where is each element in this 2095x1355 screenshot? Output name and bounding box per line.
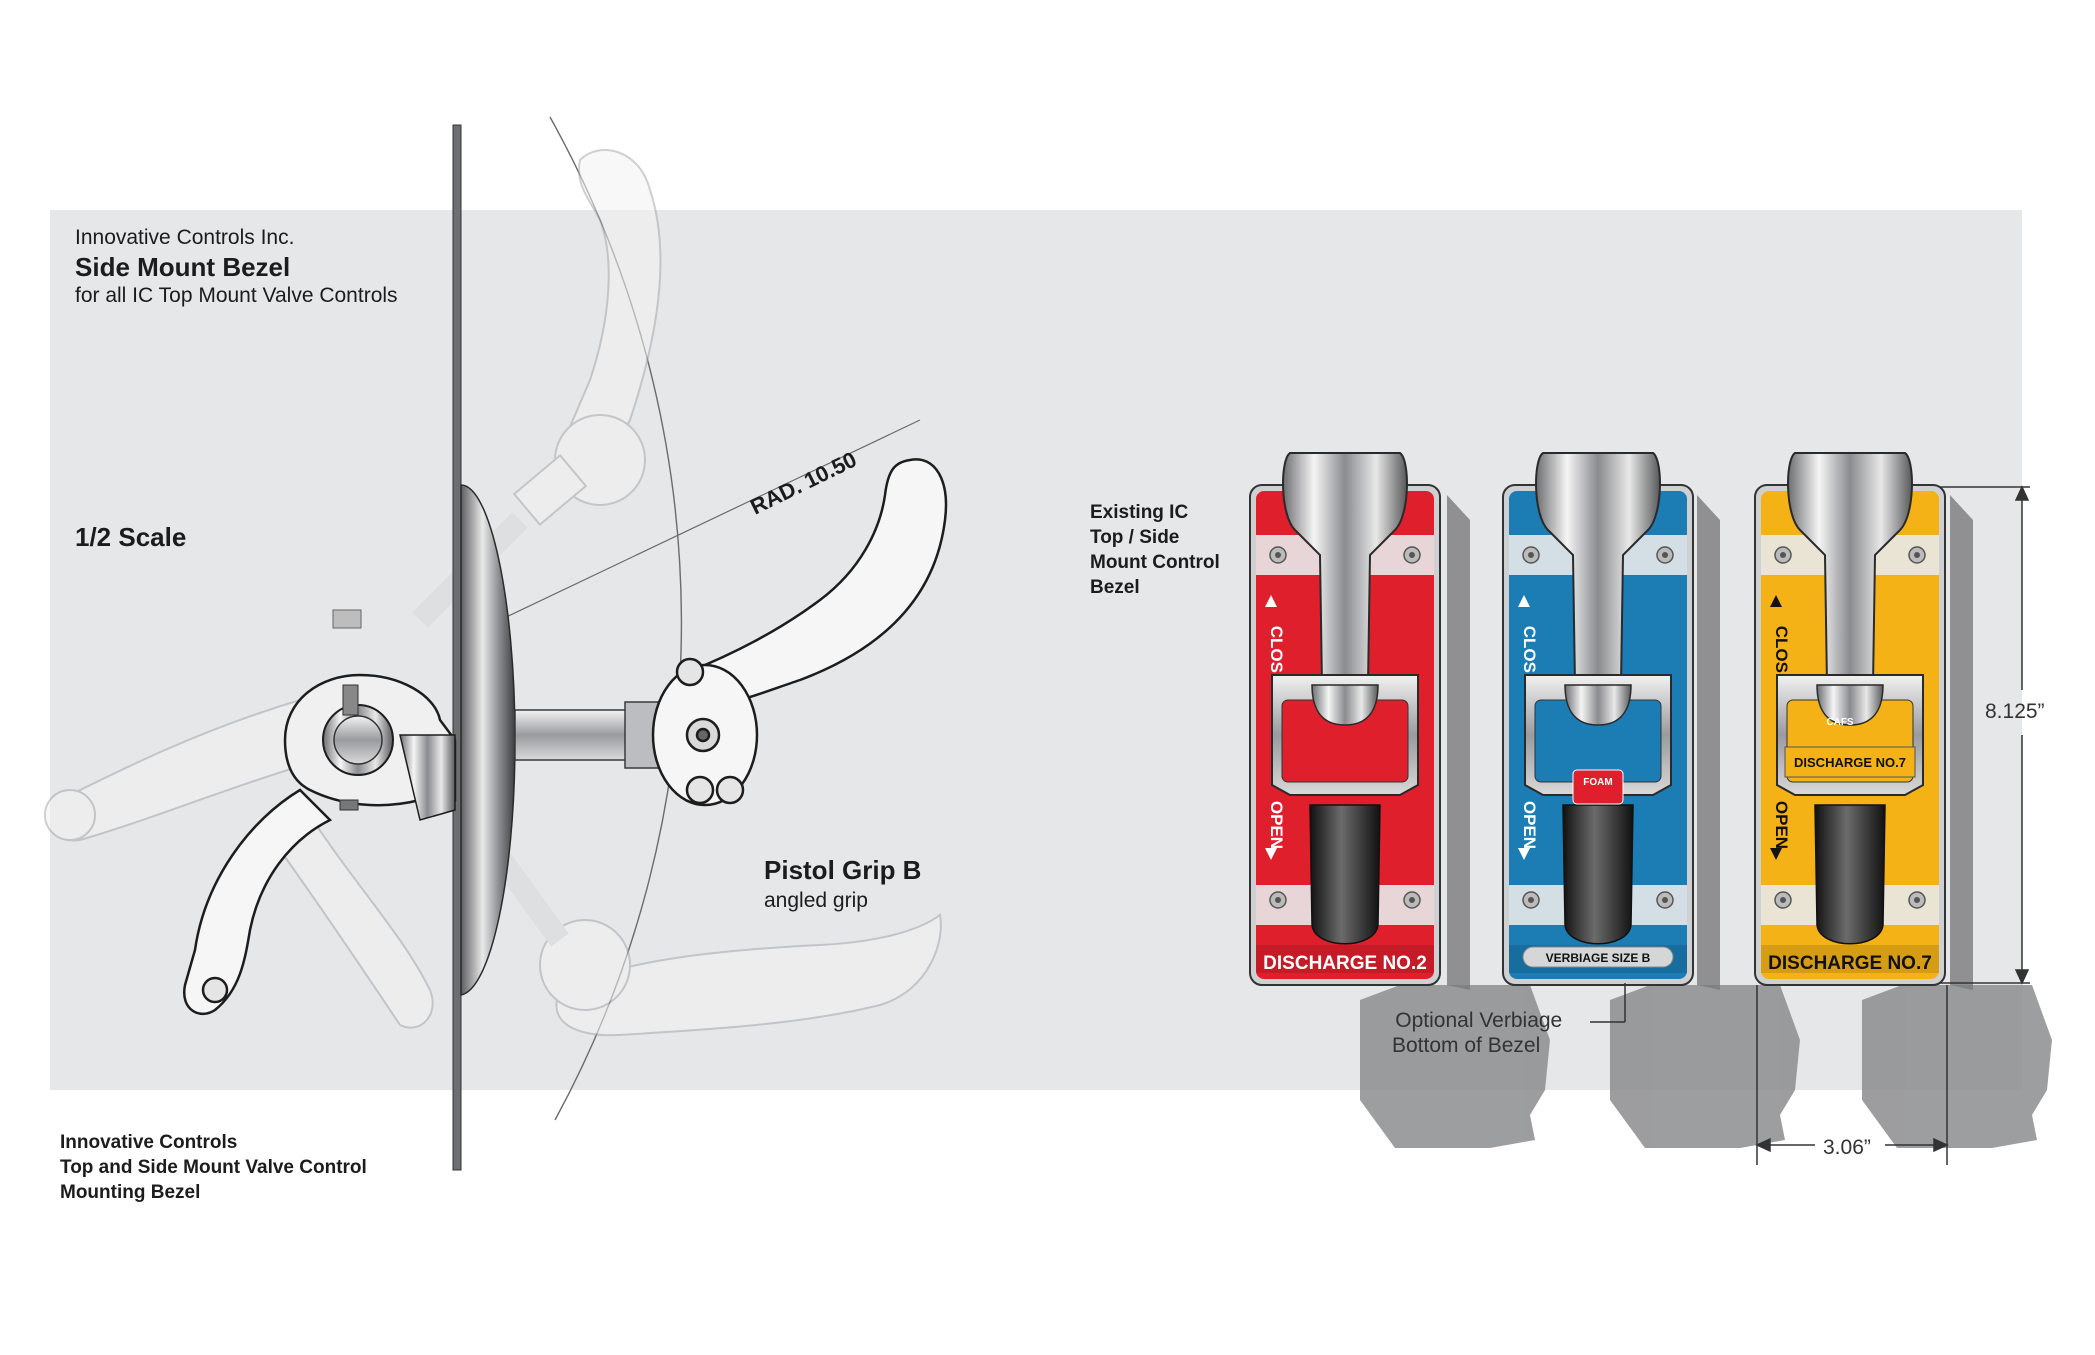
foam-badge (1572, 769, 1624, 805)
handle-neck (1311, 684, 1379, 726)
screw-center (1780, 552, 1786, 558)
open-label: OPEN (1267, 801, 1286, 849)
caption-line: Mounting Bezel (60, 1182, 201, 1203)
screw-center (1275, 897, 1281, 903)
dimension-height (1940, 485, 2030, 985)
discharge-plate-label: DISCHARGE NO.7 (1794, 755, 1906, 770)
caption: Innovative Controls Top and Side Mount V… (60, 1130, 367, 1205)
left-lever (182, 788, 333, 1016)
bezel-label-shade (1761, 945, 1939, 973)
arrow-up-icon (1770, 595, 1782, 607)
screw-center (1409, 552, 1415, 558)
badge-label: CAFS (1826, 717, 1854, 728)
screw-center (1528, 897, 1534, 903)
dimension-height-label: 8.125” (1985, 700, 2045, 723)
mounting-plate (452, 124, 462, 1171)
scale-label: 1/2 Scale (75, 522, 187, 552)
handle-neck (1816, 684, 1884, 726)
arrow-up-icon (1518, 595, 1530, 607)
page-subtitle: for all IC Top Mount Valve Controls (75, 284, 398, 307)
dimension-width-label: 3.06” (1823, 1136, 1871, 1159)
open-label: OPEN (1520, 801, 1539, 849)
radius-line (499, 419, 921, 621)
bezel-label-shade (1256, 945, 1434, 973)
pistol-grip-handle (651, 458, 948, 807)
existing-line: Top / Side (1090, 527, 1180, 548)
screw-center (1780, 897, 1786, 903)
handle-neck (1564, 684, 1632, 726)
arrow-down-icon (1265, 848, 1277, 860)
caption-line: Innovative Controls (60, 1132, 238, 1153)
dimension-width (1755, 985, 1949, 1165)
pistol-grip-subtitle: angled grip (764, 889, 868, 912)
caption-line: Top and Side Mount Valve Control (60, 1157, 367, 1178)
close-label: CLOSE (1520, 626, 1539, 685)
arrow-up-icon (1265, 595, 1277, 607)
screw-center (1662, 897, 1668, 903)
existing-line: Mount Control (1090, 552, 1220, 573)
handle-grip (1309, 804, 1381, 945)
page-title: Side Mount Bezel (75, 252, 291, 282)
optional-line: Optional Verbiage (1395, 1009, 1563, 1032)
bezel-disk (460, 484, 516, 996)
existing-line: Bezel (1090, 577, 1140, 598)
existing-line: Existing IC (1090, 502, 1189, 523)
optional-line: Bottom of Bezel (1392, 1034, 1541, 1057)
bezel-plate: CLOSE OPEN FOAM VERBIAGE SIZE B (1502, 452, 1694, 986)
bezel-group: CLOSE OPEN DISCHARGE NO.2 CLOSE OPEN FOAM VERB… (1249, 452, 1946, 986)
shaft (514, 709, 631, 761)
optional-verbiage-label: Optional Verbiage Bottom of Bezel (1392, 1008, 1562, 1058)
screw-center (1275, 552, 1281, 558)
pistol-grip-title: Pistol Grip B (764, 855, 922, 885)
screw-center (1662, 552, 1668, 558)
handle-grip (1562, 804, 1634, 945)
bezel-bottom-label: DISCHARGE NO.7 (1768, 953, 1932, 974)
bezel-plate: CLOSE OPEN DISCHARGE NO.2 (1249, 452, 1441, 986)
ghost-handle-left (44, 698, 434, 1029)
bezel-shadows (1360, 985, 2052, 1148)
close-label: CLOSE (1772, 626, 1791, 685)
screw-center (1528, 552, 1534, 558)
open-label: OPEN (1772, 801, 1791, 849)
screw-center (1409, 897, 1415, 903)
existing-bezel-label: Existing IC Top / Side Mount Control Bez… (1090, 500, 1220, 600)
arrow-down-icon (1770, 848, 1782, 860)
badge-label: FOAM (1583, 777, 1612, 788)
verbiage-pill (1522, 946, 1674, 968)
screw-center (1914, 552, 1920, 558)
discharge-plate (1784, 746, 1916, 778)
handle-grip (1814, 804, 1886, 945)
pivot-hub (283, 609, 457, 821)
radius-label: RAD. 10.50 (746, 447, 860, 520)
close-label: CLOSE (1267, 626, 1286, 685)
arrow-down-icon (1518, 848, 1530, 860)
bezel-side-shadows (1447, 495, 1973, 990)
company-name: Innovative Controls Inc. (75, 226, 295, 249)
bezel-bottom-label: DISCHARGE NO.2 (1263, 953, 1427, 974)
screw-center (1914, 897, 1920, 903)
bezel-bottom-label: VERBIAGE SIZE B (1546, 951, 1651, 965)
ghost-handle-lower (471, 823, 942, 1037)
